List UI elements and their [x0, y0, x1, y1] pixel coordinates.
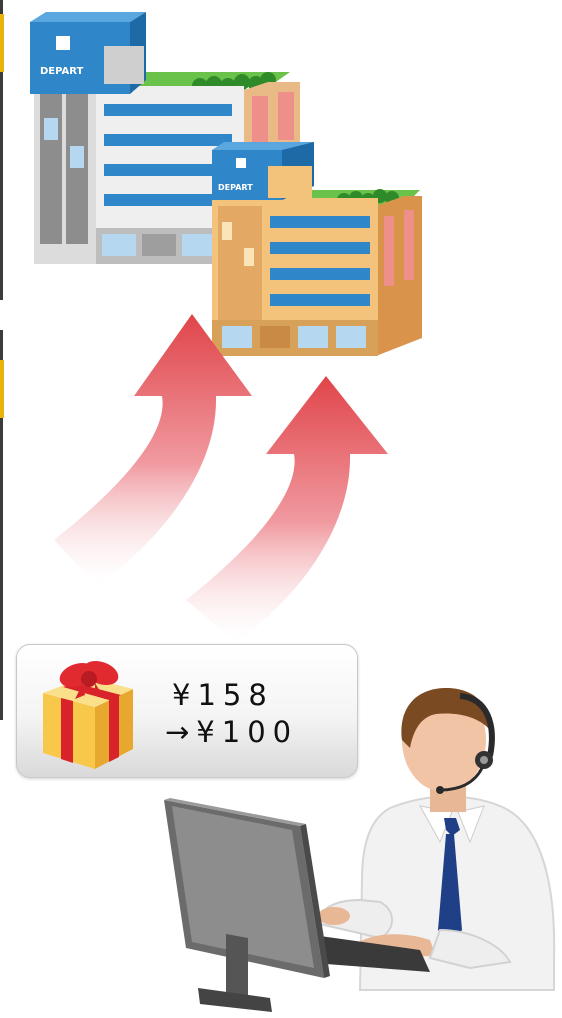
gift-box-icon — [43, 660, 133, 769]
branch-store-sign: DEPART — [218, 183, 253, 192]
left-frame-edge-top — [0, 0, 3, 300]
upward-curved-arrow-icon — [54, 314, 252, 586]
department-stores-illustration: DEPART — [30, 12, 422, 356]
main-department-store: DEPART — [30, 12, 300, 264]
headset-operator-icon — [318, 688, 556, 991]
branch-department-store: DEPART — [212, 142, 422, 356]
left-frame-accent-top — [0, 14, 4, 72]
upward-curved-arrow-icon — [186, 376, 388, 642]
upward-arrows — [54, 314, 388, 642]
left-frame-edge-bottom — [0, 330, 3, 720]
original-price: ¥158 — [172, 678, 274, 712]
left-frame-accent-bottom — [0, 360, 4, 418]
main-store-sign: DEPART — [40, 66, 84, 77]
discounted-price: →¥100 — [165, 715, 299, 749]
price-card: ¥158 →¥100 — [16, 644, 358, 778]
desktop-monitor-icon — [164, 798, 430, 1012]
